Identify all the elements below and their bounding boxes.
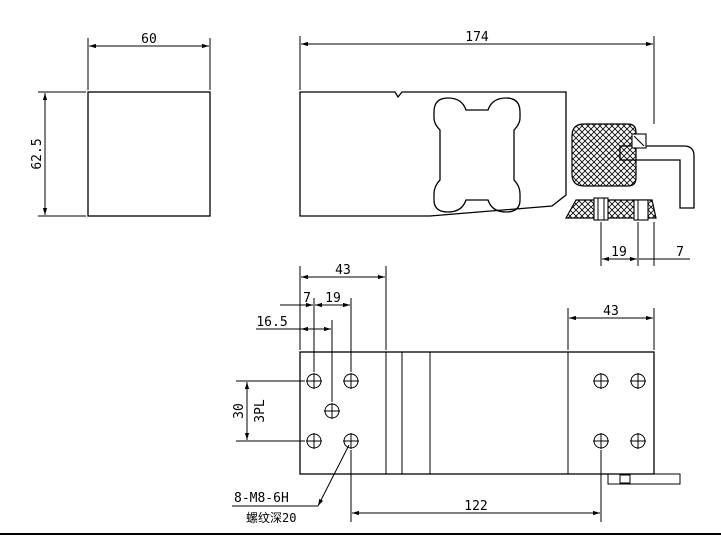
spacing-30-label: 30	[232, 403, 247, 419]
cable-gland-hatch	[571, 123, 637, 187]
mount-screw-1	[593, 197, 609, 221]
hole-7-label: 7	[303, 291, 311, 306]
side-length-label: 174	[465, 30, 489, 45]
side-view-slot	[433, 97, 521, 213]
thread-depth-label: 螺纹深20	[246, 511, 296, 525]
mount-screw-2	[633, 199, 649, 221]
bottom-cable	[607, 473, 681, 485]
front-view-body	[87, 91, 211, 217]
front-width-label: 60	[141, 32, 157, 47]
left-hole-group	[306, 373, 359, 449]
thread-leader	[317, 444, 350, 507]
bottom-right-43-label: 43	[603, 304, 619, 319]
cable-end-label: 7	[676, 245, 684, 260]
front-height-label: 62.5	[30, 138, 45, 169]
cable-offset-label: 19	[611, 245, 627, 260]
hole-span-label: 122	[464, 499, 487, 514]
hole-16-5-label: 16.5	[256, 315, 287, 330]
bottom-view-body	[299, 351, 655, 475]
count-3pl-label: 3PL	[253, 399, 268, 423]
cable	[619, 145, 695, 209]
side-view: 174 19 7	[299, 30, 695, 266]
thread-spec-label: 8-M8-6H	[234, 491, 289, 506]
right-hole-group	[593, 373, 646, 449]
front-view: 60 62.5	[30, 32, 211, 217]
bottom-view: 43 7 19 16.5 30 3PL 43 122 8-M8-6H 螺纹深20	[232, 263, 681, 525]
side-view-body	[299, 91, 567, 217]
bottom-left-43-label: 43	[335, 263, 351, 278]
hole-19-label: 19	[325, 291, 341, 306]
